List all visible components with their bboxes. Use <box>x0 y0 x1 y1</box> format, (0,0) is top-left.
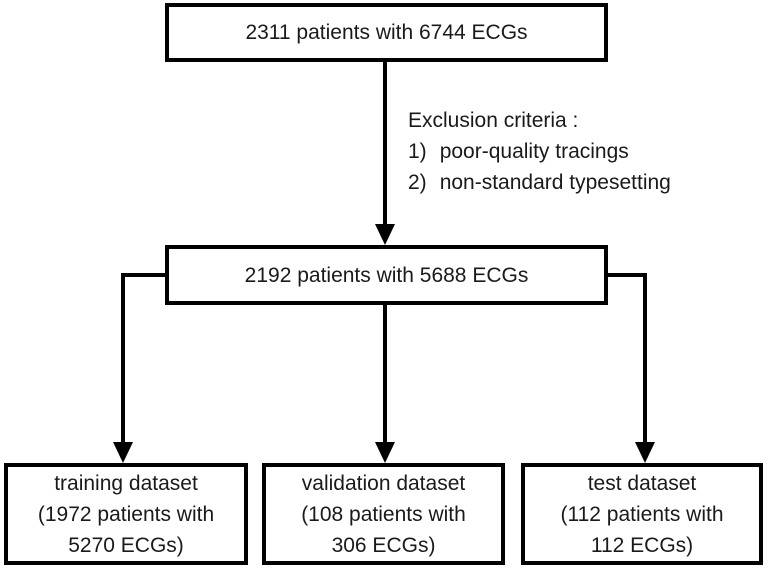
connector-middle-to-validation-line <box>383 303 387 444</box>
exclusion-criteria-note: Exclusion criteria : 1) poor-quality tra… <box>408 105 671 198</box>
node-test-dataset: test dataset (112 patients with 112 ECGs… <box>521 463 763 565</box>
test-dataset-title: test dataset <box>587 471 697 495</box>
exclusion-item-1-number: 1) <box>408 140 427 163</box>
training-dataset-title: training dataset <box>54 471 198 495</box>
arrowhead-middle-to-validation-icon <box>375 442 395 463</box>
exclusion-item-1-text: poor-quality tracings <box>439 140 629 163</box>
node-training-dataset: training dataset (1972 patients with 527… <box>4 463 248 565</box>
exclusion-item-2-text: non-standard typesetting <box>439 171 671 194</box>
test-dataset-line2: (112 patients with <box>560 502 724 526</box>
node-all-patients: 2311 patients with 6744 ECGs <box>165 3 608 62</box>
exclusion-item-1: 1) poor-quality tracings <box>408 136 671 167</box>
arrowhead-middle-to-test-icon <box>635 442 655 463</box>
validation-dataset-line2: (108 patients with <box>301 502 466 526</box>
training-dataset-line3: 5270 ECGs) <box>68 533 184 557</box>
exclusion-item-2: 2) non-standard typesetting <box>408 167 671 198</box>
test-dataset-line3: 112 ECGs) <box>590 533 694 557</box>
node-included-patients: 2192 patients with 5688 ECGs <box>165 245 608 305</box>
node-all-patients-label: 2311 patients with 6744 ECGs <box>245 21 528 44</box>
node-validation-dataset: validation dataset (108 patients with 30… <box>262 463 505 565</box>
validation-dataset-line3: 306 ECGs) <box>331 533 436 557</box>
connector-top-to-middle-line <box>383 62 387 227</box>
exclusion-criteria-title: Exclusion criteria : <box>408 109 579 132</box>
connector-middle-to-test-vertical <box>643 273 647 444</box>
connector-middle-to-test-horizontal <box>604 273 647 277</box>
validation-dataset-title: validation dataset <box>301 471 466 495</box>
connector-middle-to-training-horizontal <box>121 273 169 277</box>
arrowhead-top-to-middle-icon <box>375 224 395 245</box>
training-dataset-line2: (1972 patients with <box>37 502 215 526</box>
node-included-patients-label: 2192 patients with 5688 ECGs <box>244 263 529 287</box>
connector-middle-to-training-vertical <box>121 273 125 444</box>
arrowhead-middle-to-training-icon <box>113 442 133 463</box>
exclusion-item-2-number: 2) <box>408 171 427 194</box>
